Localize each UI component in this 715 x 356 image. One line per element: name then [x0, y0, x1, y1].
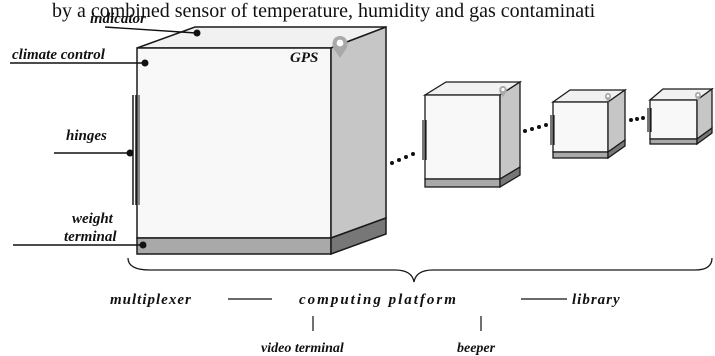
computing-platform-label: computing platform — [299, 292, 458, 308]
terminal-label: terminal — [64, 229, 117, 245]
main-container-cube: GPS — [132, 25, 387, 256]
grouping-brace — [127, 257, 713, 283]
dotted-connector-3 — [629, 116, 645, 122]
gps-pin-icon — [332, 36, 348, 58]
container-cube-2 — [422, 80, 523, 189]
main-cube-hinges — [132, 95, 140, 205]
dotted-connector-1 — [390, 152, 415, 165]
dotted-connector-2 — [523, 123, 548, 133]
video-terminal-label: video terminal — [261, 341, 344, 356]
indicator-leader — [104, 26, 201, 37]
weight-label: weight — [72, 211, 114, 227]
container-cube-4 — [647, 87, 714, 146]
main-cube-base-front — [136, 237, 332, 255]
beeper-label: beeper — [457, 341, 496, 356]
main-cube-side-face — [330, 25, 387, 240]
caption-line: by a combined sensor of temperature, hum… — [52, 0, 596, 22]
climate-control-label: climate control — [12, 47, 106, 63]
gps-pin-icon-4 — [694, 92, 702, 101]
climate-control-leader — [10, 59, 149, 67]
gps-pin-icon-3 — [604, 93, 612, 102]
library-label: library — [572, 292, 621, 308]
gps-pin-icon-2 — [499, 86, 507, 97]
indicator-label: indicator — [90, 11, 146, 27]
hinges-leader — [54, 149, 134, 157]
container-cube-3 — [550, 88, 628, 160]
multiplexer-label: multiplexer — [110, 292, 192, 308]
weight-terminal-leader — [13, 241, 147, 249]
gps-label: GPS — [290, 50, 318, 66]
hinges-label: hinges — [66, 128, 107, 144]
main-cube-front-face — [136, 47, 332, 239]
main-cube-base-side — [330, 216, 387, 256]
